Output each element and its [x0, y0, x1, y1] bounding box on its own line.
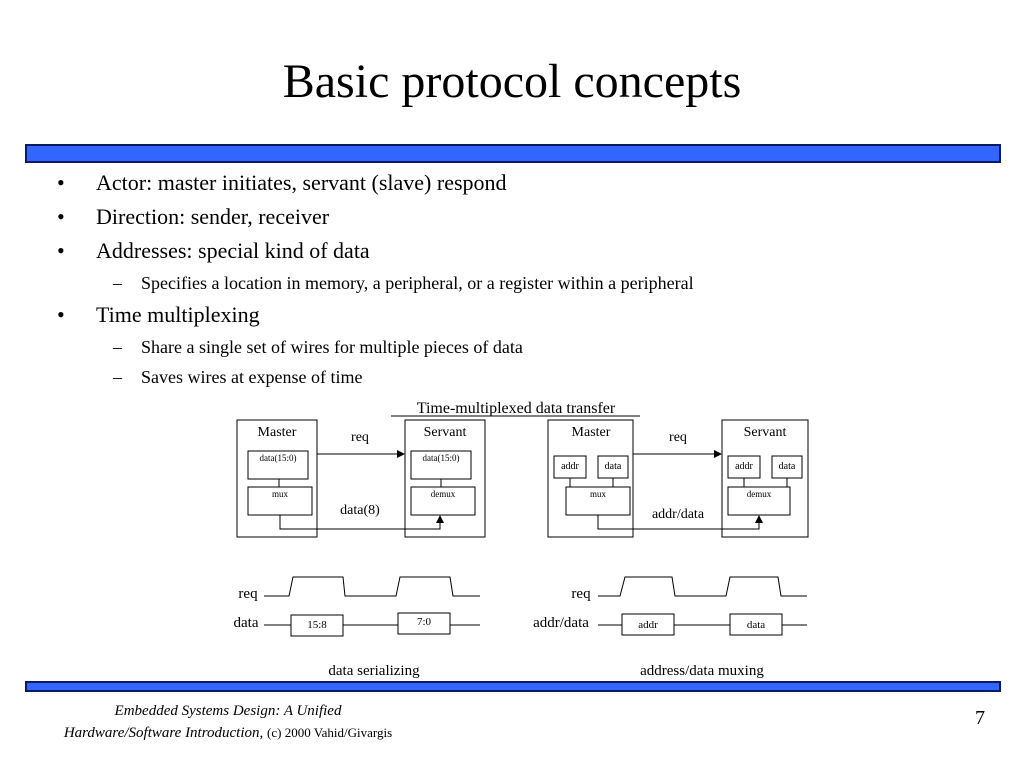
sub-bullet-mark: – [113, 367, 122, 387]
addr-slot-label: addr [638, 619, 658, 631]
slot-first-label: 15:8 [307, 619, 327, 631]
timing-data-label: data [234, 615, 259, 631]
sub-bullet-text: Share a single set of wires for multiple… [141, 337, 523, 357]
footer-line-2: Hardware/Software Introduction, [63, 725, 264, 741]
master-data-register [247, 450, 309, 480]
servant-data-label: data [779, 461, 796, 472]
timing-left-caption: data serializing [328, 663, 420, 679]
slide-title: Basic protocol concepts [282, 55, 742, 108]
addr-data-bus-wire [597, 515, 763, 530]
sub-bullet-item: –Saves wires at expense of time [0, 362, 1000, 392]
master-addr-label: addr [561, 461, 579, 472]
footer-credit: (c) 2000 Vahid/Givargis [267, 725, 393, 740]
bottom-divider-bar [25, 681, 1001, 692]
bus-wire-label: addr/data [652, 507, 705, 522]
bullet-item: • Addresses: special kind of data [0, 234, 1000, 268]
sub-bullet-item: –Specifies a location in memory, a perip… [0, 268, 1000, 298]
left-block-diagram [236, 419, 486, 538]
data-bus-wire [279, 515, 444, 530]
bullet-text: Addresses: special kind of data [96, 238, 370, 263]
master-box [547, 419, 634, 538]
right-timing-diagram [598, 576, 807, 636]
footer-citation: Embedded Systems Design: A Unified Hardw… [28, 700, 428, 744]
sub-bullet-text: Specifies a location in memory, a periph… [141, 273, 694, 293]
servant-register-label: data(15:0) [423, 453, 460, 463]
bullet-text: Actor: master initiates, servant (slave)… [96, 170, 507, 195]
req-waveform [598, 576, 807, 597]
footer-line-1: Embedded Systems Design: A Unified [114, 703, 342, 719]
slot-second-label: 7:0 [417, 616, 432, 628]
timing-addr-data-label: addr/data [533, 615, 589, 631]
master-label: Master [572, 425, 611, 440]
sub-bullet-mark: – [113, 273, 122, 293]
bullet-item: • Actor: master initiates, servant (slave… [0, 166, 1000, 200]
diagram-caption: Time-multiplexed data transfer [417, 400, 616, 417]
servant-box [404, 419, 486, 538]
timing-right-caption: address/data muxing [640, 663, 764, 679]
bullet-list: • Actor: master initiates, servant (slave… [0, 166, 1000, 392]
bullet-mark: • [57, 302, 65, 327]
data-slot-label: data [747, 619, 765, 631]
master-box [236, 419, 318, 538]
req-wire-label: req [351, 430, 369, 445]
bullet-mark: • [57, 238, 65, 263]
top-divider-bar [25, 144, 1001, 163]
data-slot-second [397, 612, 451, 635]
sub-bullet-item: –Share a single set of wires for multipl… [0, 332, 1000, 362]
servant-label: Servant [424, 425, 467, 440]
sub-bullet-text: Saves wires at expense of time [141, 367, 363, 387]
bullet-item: • Direction: sender, receiver [0, 200, 1000, 234]
bullet-text: Direction: sender, receiver [96, 204, 330, 229]
master-label: Master [258, 425, 297, 440]
page-number: 7 [975, 707, 985, 729]
timing-req-label: req [238, 586, 258, 602]
req-wire-label: req [669, 430, 687, 445]
servant-box [721, 419, 809, 538]
bullet-mark: • [57, 170, 65, 195]
bullet-mark: • [57, 204, 65, 229]
master-register-label: data(15:0) [260, 453, 297, 463]
servant-label: Servant [744, 425, 787, 440]
right-block-diagram [547, 419, 809, 538]
demux-label: demux [431, 489, 456, 499]
demux-label: demux [747, 489, 772, 499]
bullet-text: Time multiplexing [96, 302, 260, 327]
master-data-label: data [605, 461, 622, 472]
timing-req-label: req [571, 586, 591, 602]
req-waveform [264, 576, 480, 597]
servant-addr-label: addr [735, 461, 753, 472]
mux-label: mux [590, 489, 607, 499]
bullet-item: • Time multiplexing [0, 298, 1000, 332]
mux-label: mux [272, 489, 289, 499]
sub-bullet-mark: – [113, 337, 122, 357]
left-timing-diagram [264, 576, 480, 637]
bus-wire-label: data(8) [340, 503, 380, 518]
